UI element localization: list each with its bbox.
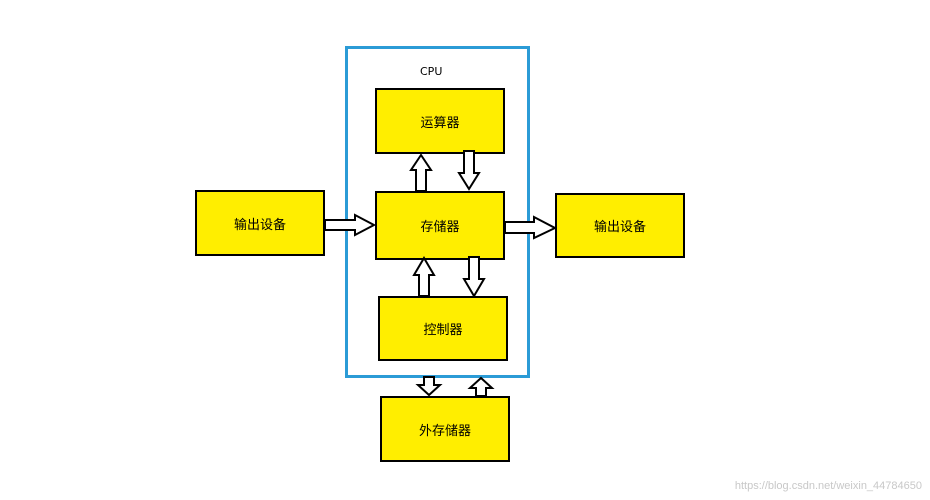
- output-device-label: 输出设备: [593, 220, 646, 235]
- arrow-memory-to-control: [462, 256, 486, 298]
- memory-label: 存储器: [420, 220, 460, 235]
- alu-block: 运算器: [375, 88, 505, 154]
- cpu-frame: [345, 46, 530, 378]
- arrow-memory-to-output: [504, 215, 558, 240]
- cpu-label: CPU: [420, 65, 443, 78]
- watermark: https://blog.csdn.net/weixin_44784650: [734, 480, 922, 492]
- arrow-cpu-to-external-storage: [415, 376, 443, 397]
- control-label: 控制器: [423, 323, 463, 338]
- arrow-external-storage-to-cpu: [467, 376, 495, 397]
- external-storage-block: 外存储器: [380, 396, 510, 462]
- arrow-input-to-memory: [324, 213, 377, 237]
- input-device-label: 输出设备: [233, 217, 286, 233]
- arrow-memory-to-alu: [409, 153, 433, 192]
- arrow-alu-to-memory: [457, 150, 481, 191]
- external-storage-label: 外存储器: [418, 423, 471, 439]
- output-device-block: 输出设备: [555, 193, 685, 258]
- control-block: 控制器: [378, 296, 508, 361]
- alu-label: 运算器: [420, 115, 460, 131]
- arrow-control-to-memory: [412, 256, 436, 297]
